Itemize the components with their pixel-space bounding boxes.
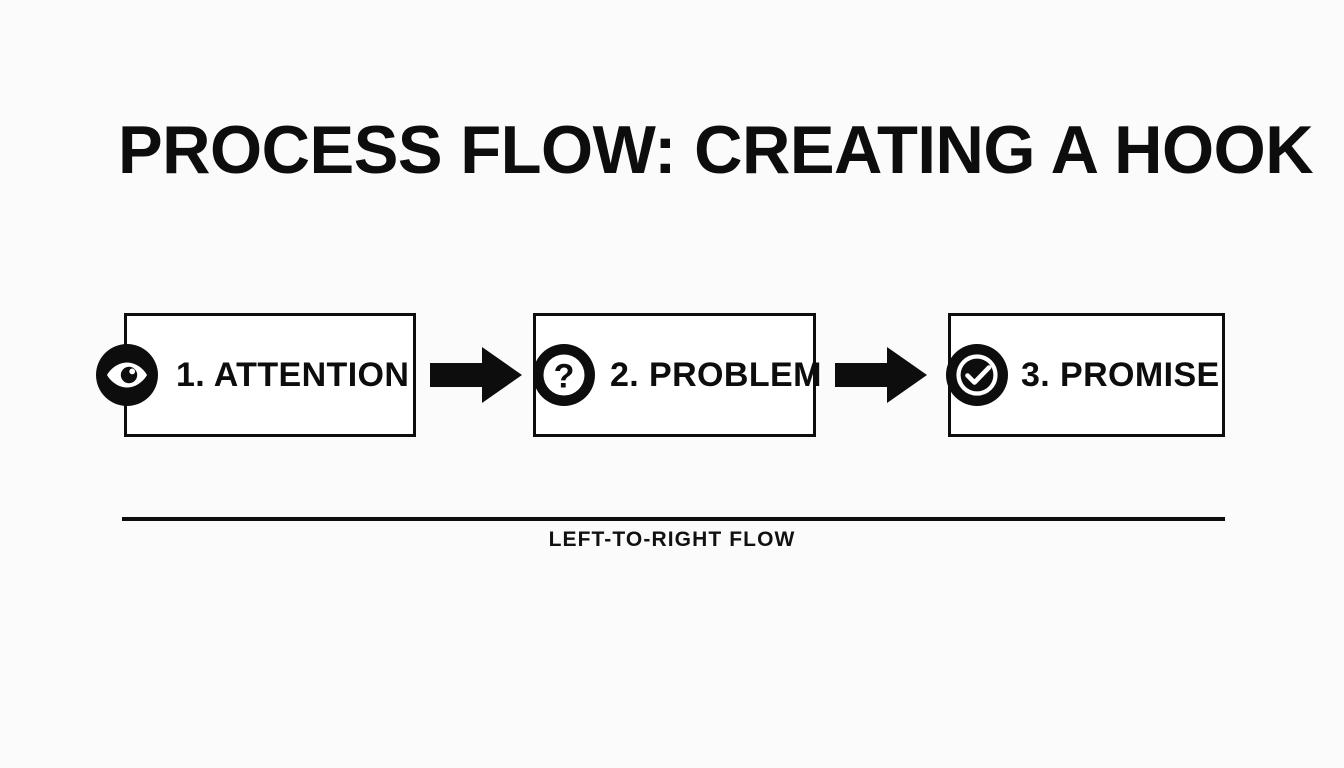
step-label-attention: 1. ATTENTION xyxy=(176,355,410,394)
step-label-promise: 3. PROMISE xyxy=(1021,355,1220,394)
flow-direction-caption: LEFT-TO-RIGHT FLOW xyxy=(548,528,796,551)
footer-divider xyxy=(122,517,1225,521)
step-box-attention[interactable] xyxy=(124,313,416,437)
step-label-problem: 2. PROBLEM xyxy=(610,355,822,394)
svg-text:?: ? xyxy=(554,358,575,396)
flow-arrow-1-to-2 xyxy=(430,345,522,405)
step-box-promise[interactable] xyxy=(948,313,1225,437)
eye-icon xyxy=(96,344,158,406)
question-mark-circle-icon: ? xyxy=(533,344,595,406)
check-circle-icon xyxy=(946,344,1008,406)
flow-diagram: 1. ATTENTION 2. PROBLEM ? xyxy=(0,313,1344,439)
page-title: PROCESS FLOW: CREATING A HOOK xyxy=(118,112,1314,188)
flow-arrow-2-to-3 xyxy=(835,345,927,405)
